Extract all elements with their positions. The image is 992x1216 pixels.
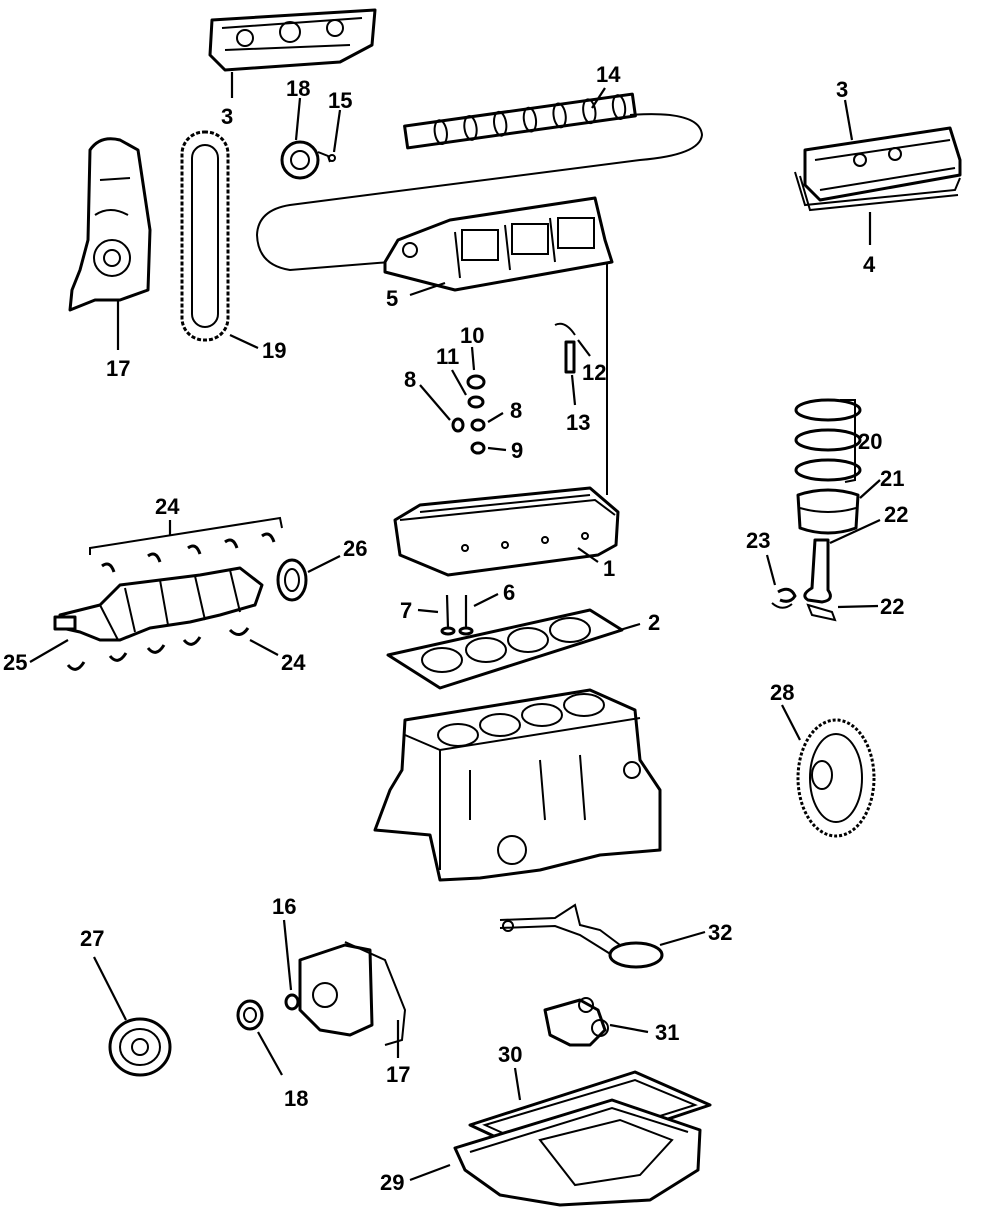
valve-train-parts xyxy=(419,346,507,455)
crankshaft xyxy=(29,566,264,663)
callout-5: 5 xyxy=(386,286,398,311)
callout-23: 23 xyxy=(746,528,770,553)
callout-25: 25 xyxy=(3,650,27,675)
callout-14: 14 xyxy=(596,62,621,87)
callout-6: 6 xyxy=(503,580,515,605)
callout-18a: 18 xyxy=(286,76,310,101)
cam-carrier xyxy=(383,196,614,495)
head-gasket xyxy=(386,608,641,690)
callout-32: 32 xyxy=(708,920,732,945)
camshaft xyxy=(403,87,637,150)
callout-3a: 3 xyxy=(221,104,233,129)
callout-4: 4 xyxy=(863,252,876,277)
main-bearings-upper xyxy=(89,516,283,573)
callout-16: 16 xyxy=(272,894,296,919)
callout-24b: 24 xyxy=(281,650,306,675)
timing-cover xyxy=(68,137,152,350)
piston xyxy=(796,479,881,535)
callout-13: 13 xyxy=(566,410,590,435)
crank-pulley xyxy=(93,956,172,1077)
callout-8a: 8 xyxy=(404,367,416,392)
callout-19: 19 xyxy=(262,338,286,363)
callout-18b: 18 xyxy=(284,1086,308,1111)
callout-31: 31 xyxy=(655,1020,679,1045)
callout-27: 27 xyxy=(80,926,104,951)
callout-8b: 8 xyxy=(510,398,522,423)
callout-22a: 22 xyxy=(884,502,908,527)
callout-7: 7 xyxy=(400,598,412,623)
front-seal xyxy=(236,999,283,1076)
callout-21: 21 xyxy=(880,466,904,491)
main-bearings-lower xyxy=(66,627,279,671)
callout-20: 20 xyxy=(858,429,882,454)
flywheel xyxy=(781,704,876,838)
callout-22b: 22 xyxy=(880,594,904,619)
callout-12: 12 xyxy=(582,360,606,385)
valve-cover-right xyxy=(794,99,962,245)
callout-17b: 17 xyxy=(386,1062,410,1087)
valve-cover-top xyxy=(208,8,377,98)
callout-29: 29 xyxy=(380,1170,404,1195)
oil-pan xyxy=(409,1098,702,1207)
callout-2: 2 xyxy=(648,610,660,635)
callout-10: 10 xyxy=(460,323,484,348)
callout-28: 28 xyxy=(770,680,794,705)
callout-3b: 3 xyxy=(836,77,848,102)
oil-pump xyxy=(543,997,649,1047)
engine-block xyxy=(373,688,662,882)
callout-1: 1 xyxy=(603,556,615,581)
callout-26: 26 xyxy=(343,536,367,561)
piston-rings xyxy=(794,398,862,483)
rear-main-seal xyxy=(276,555,341,602)
rocker-parts xyxy=(554,322,591,406)
connecting-rod xyxy=(765,519,881,622)
callout-9: 9 xyxy=(511,438,523,463)
timing-chain xyxy=(180,130,259,349)
callout-labels: 1 2 3 3 4 5 6 7 8 8 9 10 11 12 13 14 15 … xyxy=(3,62,908,1195)
callout-17a: 17 xyxy=(106,356,130,381)
callout-24a: 24 xyxy=(155,494,180,519)
cam-sprocket xyxy=(280,97,342,180)
valves xyxy=(417,593,499,636)
callout-11: 11 xyxy=(436,344,459,369)
front-cover xyxy=(282,919,407,1058)
assembly-outline xyxy=(255,113,704,272)
oil-pickup xyxy=(499,903,706,969)
cylinder-head xyxy=(393,486,620,577)
callout-15: 15 xyxy=(328,88,352,113)
callout-30: 30 xyxy=(498,1042,522,1067)
